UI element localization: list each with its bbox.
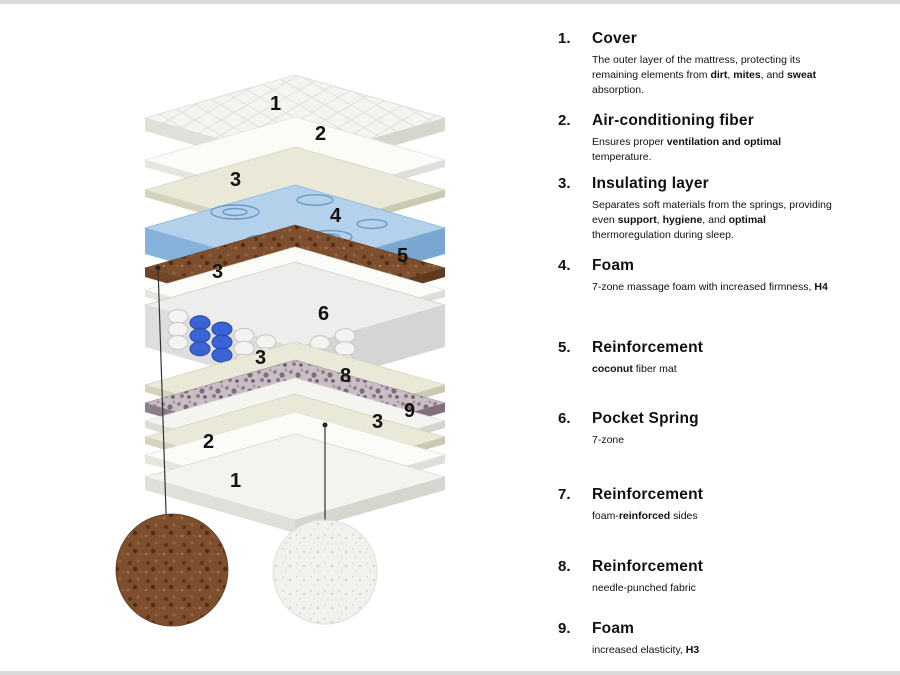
legend-item-title: Reinforcement <box>592 339 704 356</box>
layer-number-label: 2 <box>315 123 326 145</box>
legend-item-number: 9. <box>558 620 571 637</box>
legend-item-title: Pocket Spring <box>592 410 699 427</box>
legend-item-title: Foam <box>592 620 635 637</box>
legend-item-reinforced-sides: 7. Reinforcement foam-reinforced sides <box>558 486 868 524</box>
legend-item-desc: 7-zone <box>592 434 625 446</box>
foam-sample-swatch <box>272 519 378 625</box>
legend-item-desc: increased elasticity, H3 <box>592 644 700 656</box>
legend-item-title: Cover <box>592 30 637 47</box>
foam-callout <box>272 422 378 625</box>
legend-item-title: Air-conditioning fiber <box>592 112 754 129</box>
legend-item-coconut: 5. Reinforcement coconut fiber mat <box>558 339 868 377</box>
legend-item-air-fiber: 2. Air-conditioning fiber Ensures proper… <box>558 112 868 165</box>
legend-item-number: 7. <box>558 486 571 503</box>
top-frame-edge <box>0 0 900 4</box>
layer-number-label: 5 <box>397 245 408 267</box>
layer-number-label: 8 <box>340 365 351 387</box>
layer-number-label: 1 <box>270 93 281 115</box>
legend-item-desc: coconut fiber mat <box>592 363 677 375</box>
legend-item-desc: 7-zone massage foam with increased firmn… <box>592 281 828 293</box>
legend-item-foam-h4: 4. Foam 7-zone massage foam with increas… <box>558 257 868 295</box>
legend-item-number: 2. <box>558 112 571 129</box>
coconut-callout <box>115 265 229 627</box>
blue-spring-zone <box>189 315 233 363</box>
legend-item-desc: Ensures proper ventilation and optimal t… <box>592 136 782 164</box>
layer-number-label: 2 <box>203 431 214 453</box>
layer-number-label: 1 <box>230 470 241 492</box>
legend-item-desc: needle-punched fabric <box>592 582 696 594</box>
legend-item-title: Reinforcement <box>592 486 704 503</box>
layer-cover-bottom <box>143 433 447 533</box>
legend-item-number: 4. <box>558 257 571 274</box>
legend-item-number: 5. <box>558 339 571 356</box>
connector-line <box>157 267 168 543</box>
legend-item-title: Foam <box>592 257 635 274</box>
layer-number-label: 4 <box>330 205 342 227</box>
legend-item-cover: 1. Cover The outer layer of the mattress… <box>558 30 868 99</box>
legend-item-desc: Separates soft materials from the spring… <box>592 199 832 242</box>
legend-item-desc: The outer layer of the mattress, protect… <box>592 54 817 97</box>
legend-item-title: Reinforcement <box>592 558 704 575</box>
layer-number-label: 3 <box>372 411 383 433</box>
legend-item-title: Insulating layer <box>592 175 709 192</box>
legend-item-pocket-spring: 6. Pocket Spring 7-zone <box>558 410 868 448</box>
legend-panel: 1. Cover The outer layer of the mattress… <box>540 0 900 675</box>
bottom-frame-edge <box>0 671 900 675</box>
legend-item-number: 1. <box>558 30 571 47</box>
layer-number-label: 6 <box>318 303 329 325</box>
layer-number-label: 3 <box>230 169 241 191</box>
legend-item-needle-punched: 8. Reinforcement needle-punched fabric <box>558 558 868 596</box>
layer-number-label: 9 <box>404 400 415 422</box>
legend-item-desc: foam-reinforced sides <box>592 510 698 522</box>
layer-number-label: 3 <box>255 347 266 369</box>
layer-number-label: 3 <box>212 261 223 283</box>
legend-item-number: 3. <box>558 175 571 192</box>
coconut-sample-swatch <box>115 513 229 627</box>
legend-item-number: 6. <box>558 410 571 427</box>
legend-item-foam-h3: 9. Foam increased elasticity, H3 <box>558 620 868 658</box>
legend-item-insulating: 3. Insulating layer Separates soft mater… <box>558 175 868 244</box>
legend-item-number: 8. <box>558 558 571 575</box>
